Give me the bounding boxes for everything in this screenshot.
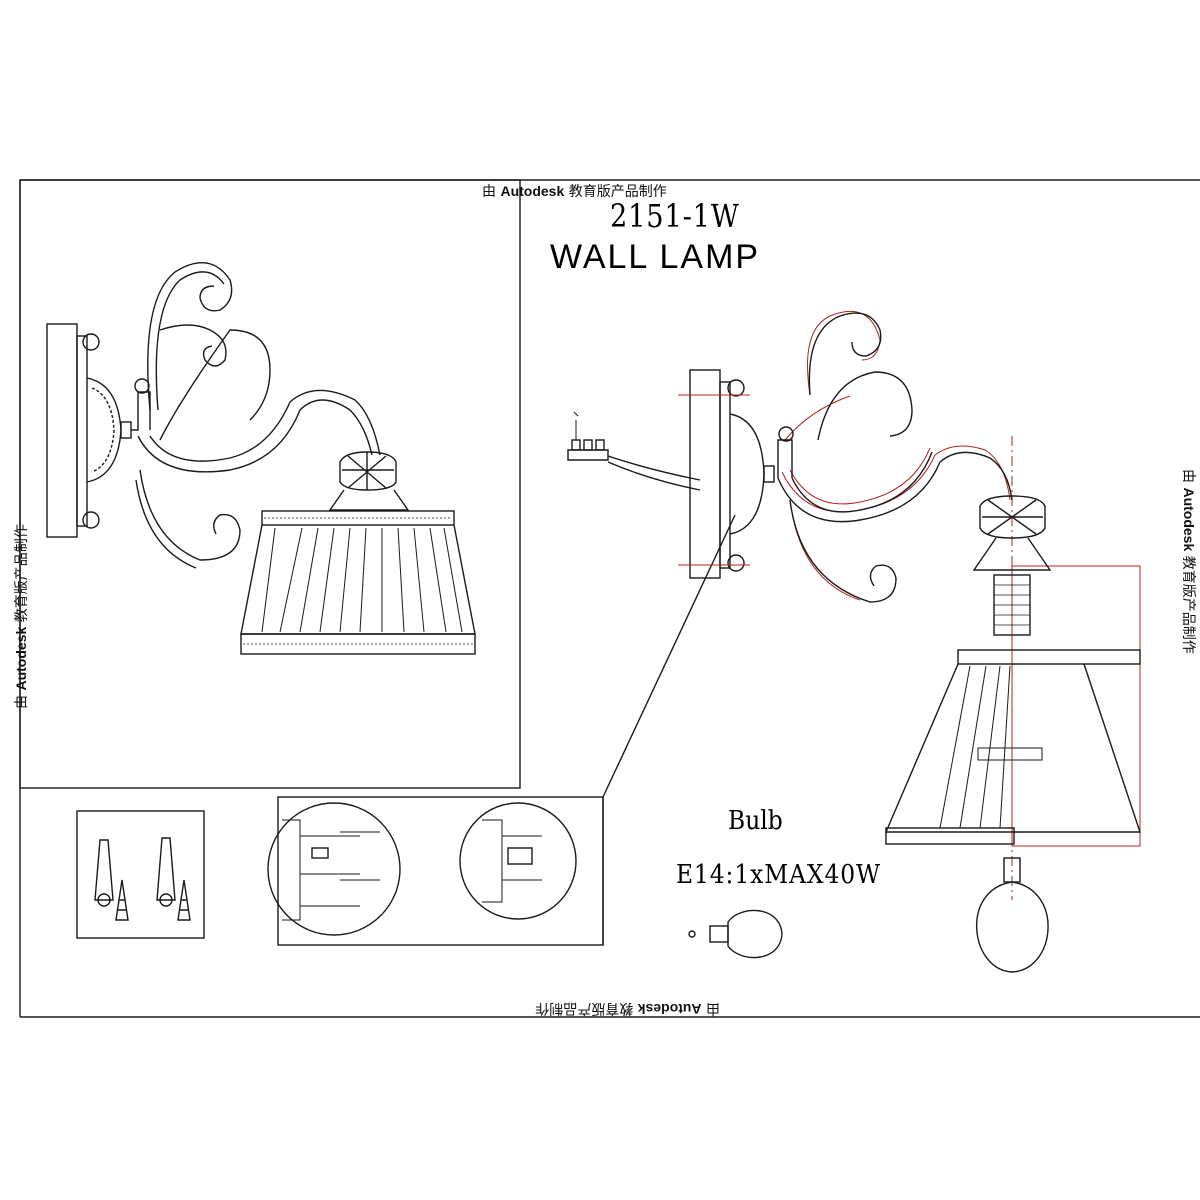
bulb-label: Bulb [728,806,783,836]
watermark-left: 由 Autodesk 教育版产品制作 [13,524,30,709]
bulb-icon [688,909,783,959]
model-number: 2151-1W [610,197,740,235]
drawing-frame [19,179,1200,1018]
wall-lamp-exploded-view [567,311,1141,973]
mounting-detail-circles [267,796,604,946]
wall-lamp-side-view [46,262,476,655]
watermark-top: 由 Autodesk 教育版产品制作 [482,183,667,200]
watermark-bottom: 由 Autodesk 教育版产品制作 [535,1000,720,1017]
detail-box-side-view [19,179,521,789]
watermark-right: 由 Autodesk 教育版产品制作 [1180,469,1197,654]
bulb-spec: E14:1xMAX40W [676,860,881,890]
wall-plug-screws [76,810,205,939]
product-title: WALL LAMP [550,238,761,276]
